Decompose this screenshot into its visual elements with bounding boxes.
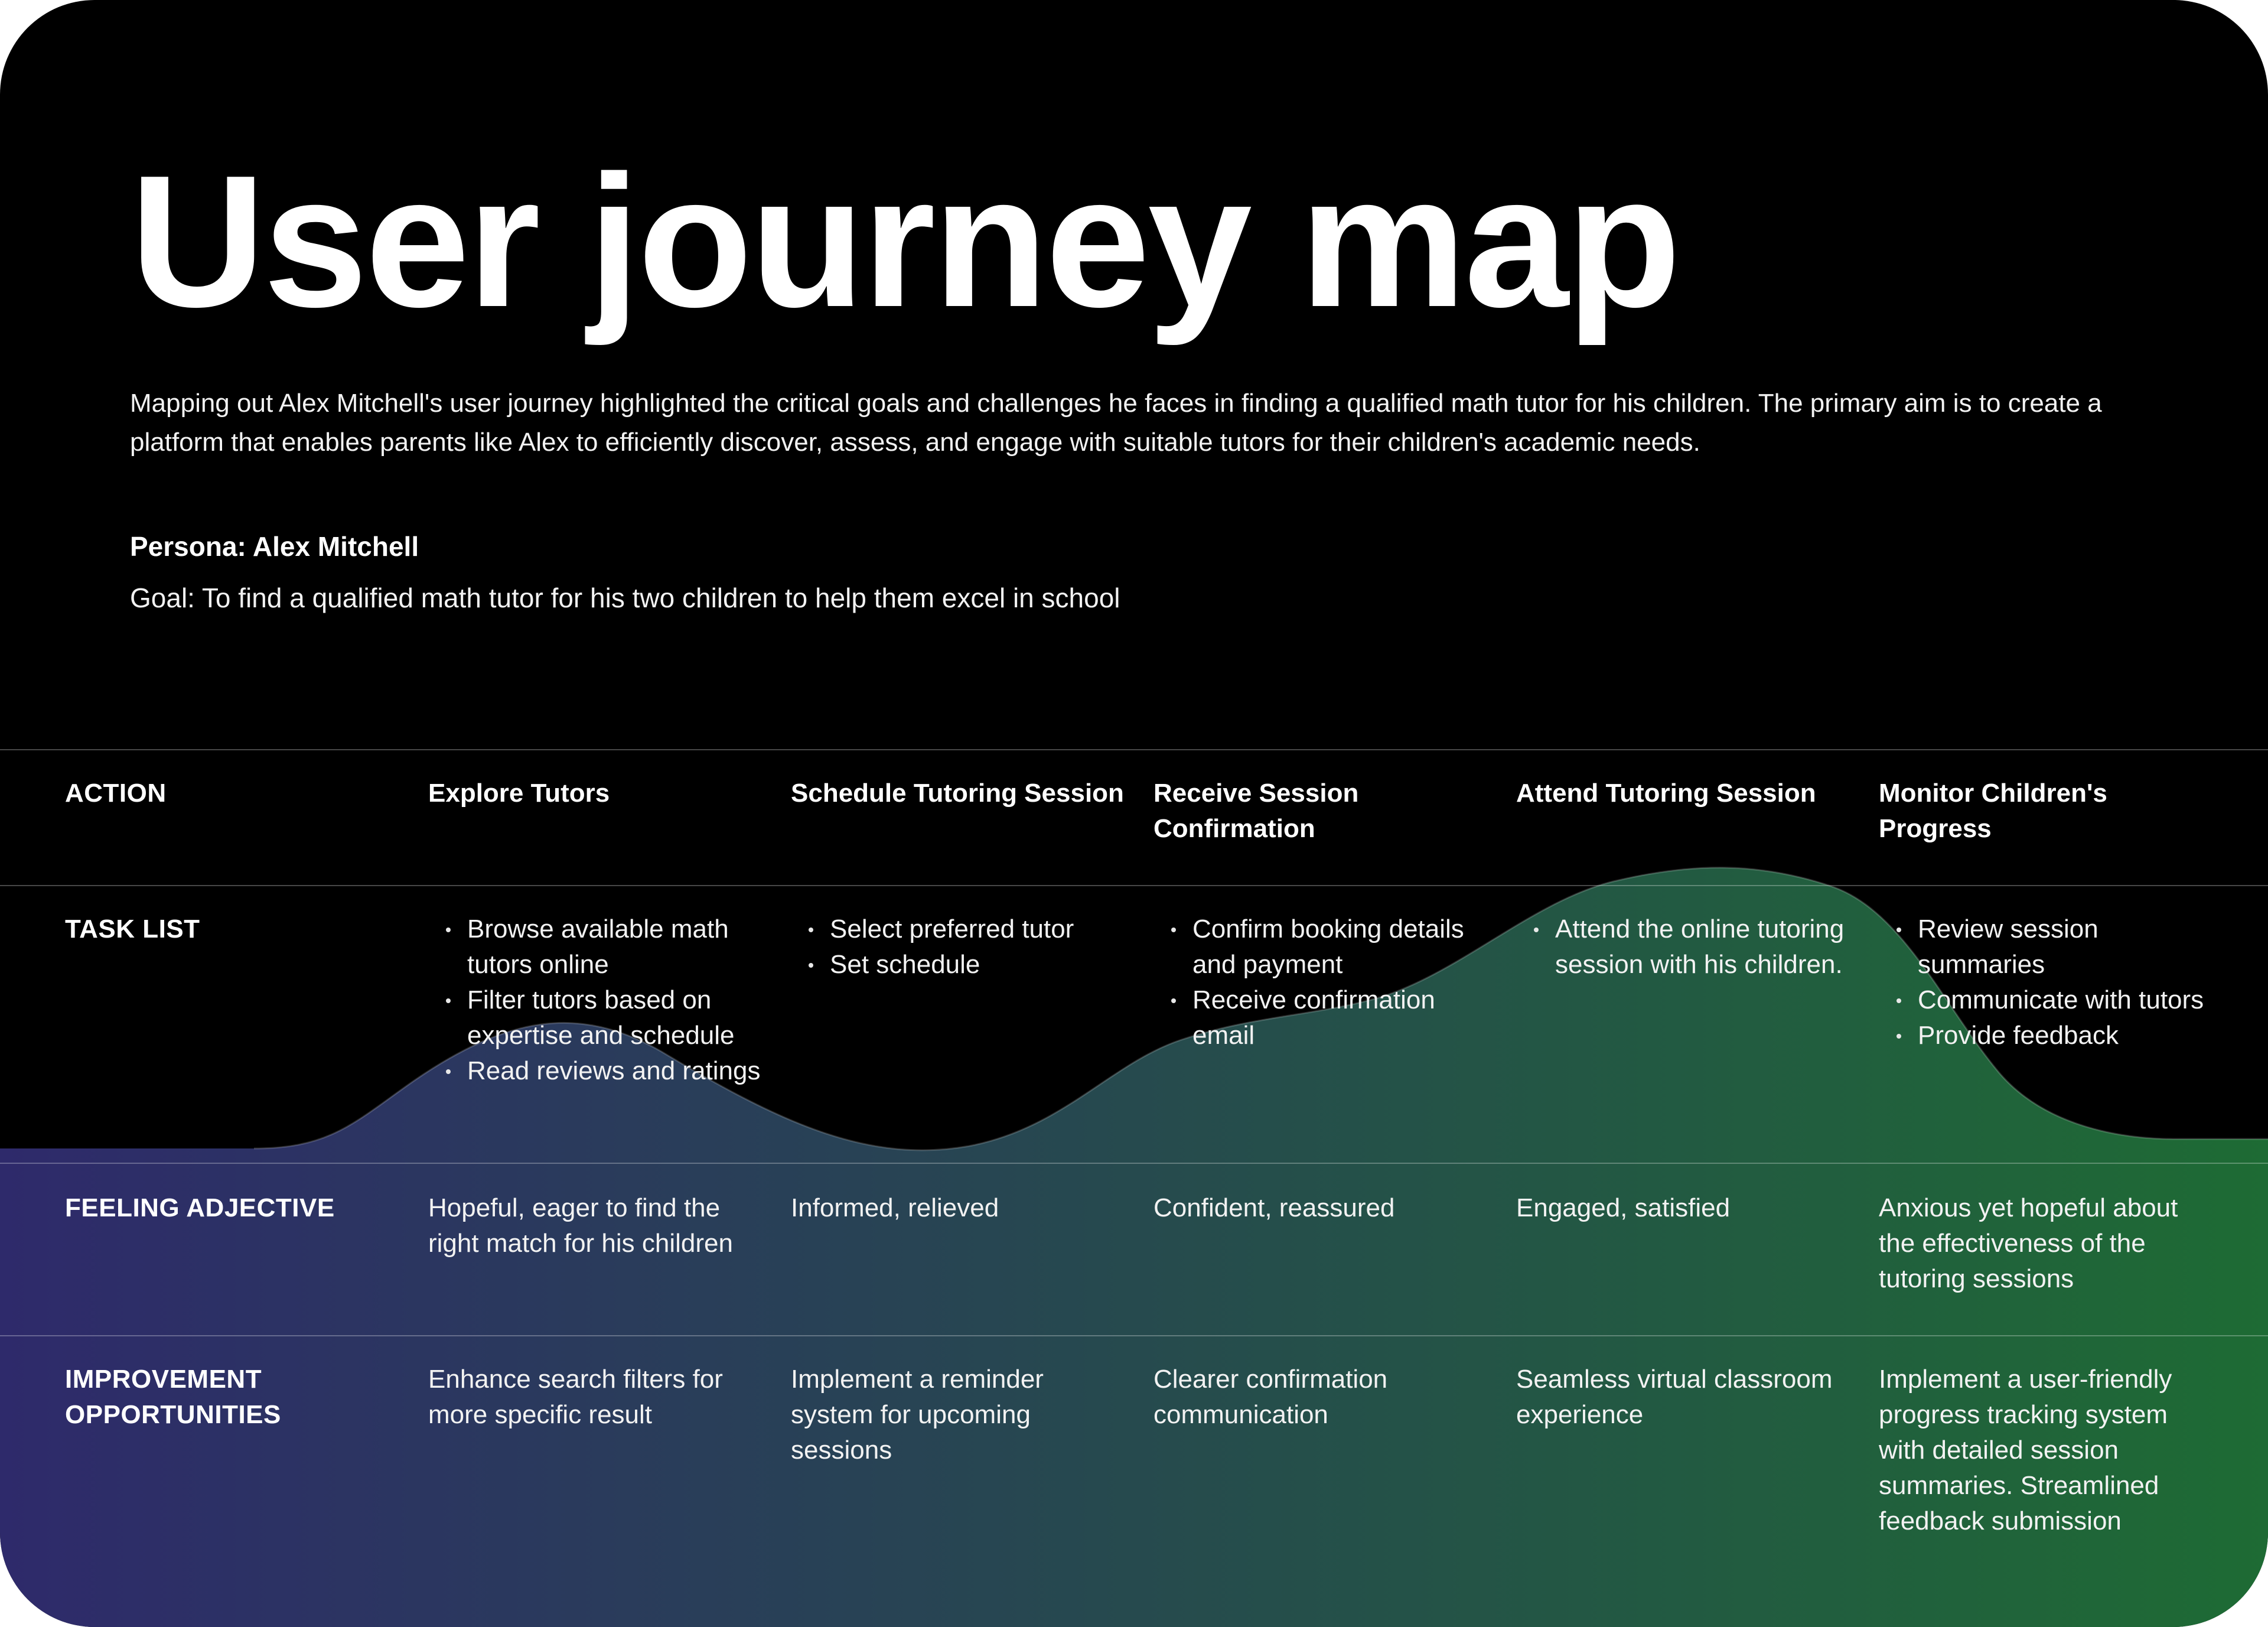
task-item: Provide feedback (1896, 1018, 2218, 1053)
emotion-curve-outline (253, 867, 2268, 1151)
task-item: Receive confirmation email (1171, 982, 1493, 1053)
improvement-attend-session: Seamless virtual classroom experience (1516, 1365, 1833, 1429)
action-attend-session: Attend Tutoring Session (1516, 779, 1816, 808)
divider-tasks (0, 1163, 2268, 1164)
goal-text: Goal: To find a qualified math tutor for… (130, 583, 1120, 613)
feeling-receive-confirmation: Confident, reassured (1153, 1193, 1395, 1222)
row-label-task-list: TASK LIST (65, 915, 200, 943)
row-label-action: ACTION (65, 779, 167, 808)
action-monitor-progress: Monitor Children's Progress (1879, 779, 2107, 843)
tasks-explore-tutors: Browse available math tutors online Filt… (428, 912, 768, 1089)
action-explore-tutors: Explore Tutors (428, 779, 610, 808)
action-schedule-session: Schedule Tutoring Session (791, 779, 1124, 808)
improvement-monitor-progress: Implement a user-friendly progress track… (1879, 1365, 2172, 1535)
row-label-feeling: FEELING ADJECTIVE (65, 1193, 335, 1222)
feeling-schedule-session: Informed, relieved (791, 1193, 999, 1222)
tasks-attend-session: Attend the online tutoring session with … (1516, 912, 1856, 982)
task-item: Set schedule (809, 947, 1130, 982)
feeling-monitor-progress: Anxious yet hopeful about the effectiven… (1879, 1193, 2178, 1293)
improvement-receive-confirmation: Clearer confirmation communication (1153, 1365, 1388, 1429)
feeling-explore-tutors: Hopeful, eager to find the right match f… (428, 1193, 733, 1258)
task-item: Browse available math tutors online (446, 912, 768, 982)
persona-label: Persona: Alex Mitchell (130, 531, 419, 562)
task-item: Filter tutors based on expertise and sch… (446, 982, 768, 1053)
task-item: Read reviews and ratings (446, 1053, 768, 1089)
row-label-improvement: IMPROVEMENT OPPORTUNITIES (65, 1365, 281, 1429)
emotion-curve-fill (0, 867, 2268, 1627)
task-item: Select preferred tutor (809, 912, 1130, 947)
task-item: Communicate with tutors (1896, 982, 2218, 1018)
tasks-monitor-progress: Review session summaries Communicate wit… (1879, 912, 2218, 1053)
intro-paragraph: Mapping out Alex Mitchell's user journey… (130, 389, 2102, 457)
tasks-receive-confirmation: Confirm booking details and payment Rece… (1153, 912, 1493, 1053)
tasks-schedule-session: Select preferred tutor Set schedule (791, 912, 1130, 982)
task-item: Attend the online tutoring session with … (1534, 912, 1856, 982)
divider-action (0, 885, 2268, 886)
improvement-explore-tutors: Enhance search filters for more specific… (428, 1365, 723, 1429)
divider-feeling (0, 1335, 2268, 1336)
task-item: Confirm booking details and payment (1171, 912, 1493, 982)
feeling-attend-session: Engaged, satisfied (1516, 1193, 1731, 1222)
page-title: User journey map (130, 136, 1681, 346)
action-receive-confirmation: Receive Session Confirmation (1153, 779, 1359, 843)
divider-top (0, 749, 2268, 750)
improvement-schedule-session: Implement a reminder system for upcoming… (791, 1365, 1044, 1465)
task-item: Review session summaries (1896, 912, 2218, 982)
